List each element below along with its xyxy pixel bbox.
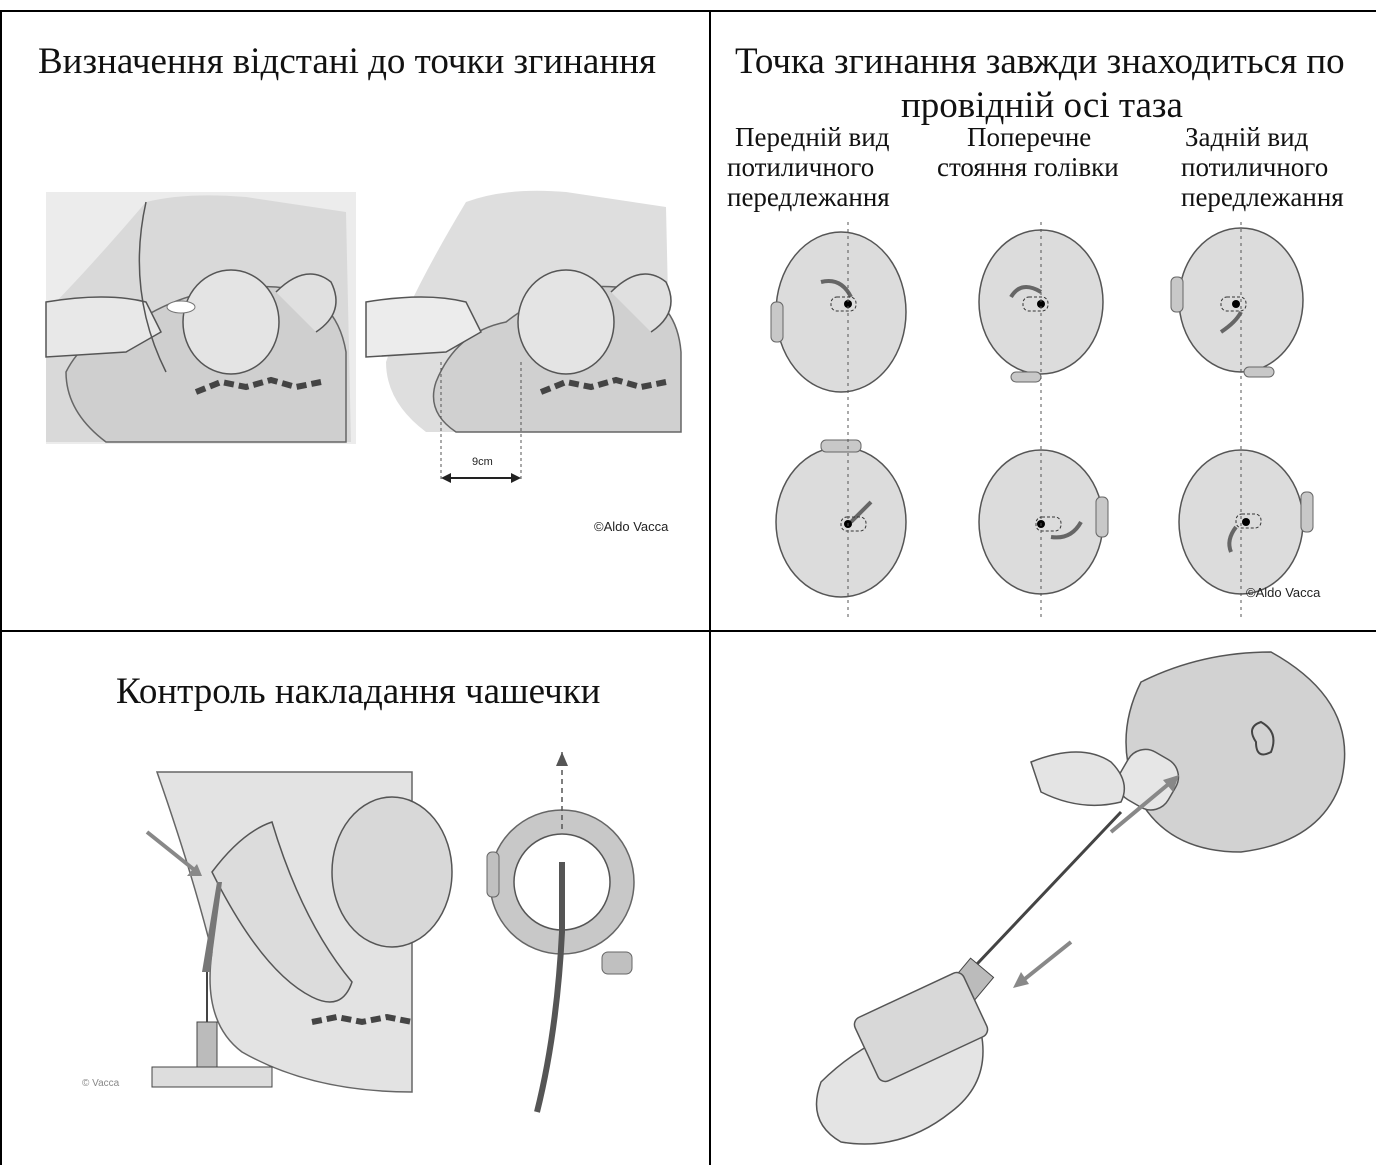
caption-transverse-position: Поперечне стояння голівки <box>937 122 1119 182</box>
head-transverse-bottom <box>979 450 1108 594</box>
illustration-cup-top-view <box>482 752 672 1132</box>
cell-cup-placement-check: Контроль накладання чашечки © Vacca <box>2 632 709 1165</box>
caption-anterior-view: Передній вид потиличного передлежання <box>727 122 890 212</box>
head-anterior-top <box>771 232 906 392</box>
measure-label: 9cm <box>472 456 493 468</box>
image-credit: ©Aldo Vacca <box>594 519 668 534</box>
caption-posterior-view: Задній вид потиличного передлежання <box>1181 122 1344 212</box>
cell-title-line-2: провідній осі таза <box>901 84 1183 127</box>
illustration-pelvis-exam-left <box>46 192 356 444</box>
illustration-traction <box>801 642 1361 1162</box>
illustration-pelvis-exam-right <box>366 182 691 482</box>
image-credit: ©Aldo Vacca <box>1246 585 1320 600</box>
head-anterior-bottom <box>776 440 906 597</box>
cell-flexion-point-axis: Точка згинання завжди знаходиться по про… <box>711 12 1376 630</box>
fetal-head-diagrams <box>711 222 1376 622</box>
cell-title: Контроль накладання чашечки <box>116 670 600 713</box>
cell-title: Визначення відстані до точки згинання <box>38 40 656 83</box>
head-posterior-top <box>1171 228 1303 377</box>
head-posterior-bottom <box>1179 450 1313 594</box>
cell-traction-illustration <box>711 632 1376 1165</box>
illustration-cup-placement <box>72 772 412 1102</box>
cell-title-line-1: Точка згинання завжди знаходиться по <box>735 40 1345 83</box>
image-credit: © Vacca <box>82 1078 119 1089</box>
cell-distance-to-flexion-point: Визначення відстані до точки згинання <box>2 12 709 630</box>
